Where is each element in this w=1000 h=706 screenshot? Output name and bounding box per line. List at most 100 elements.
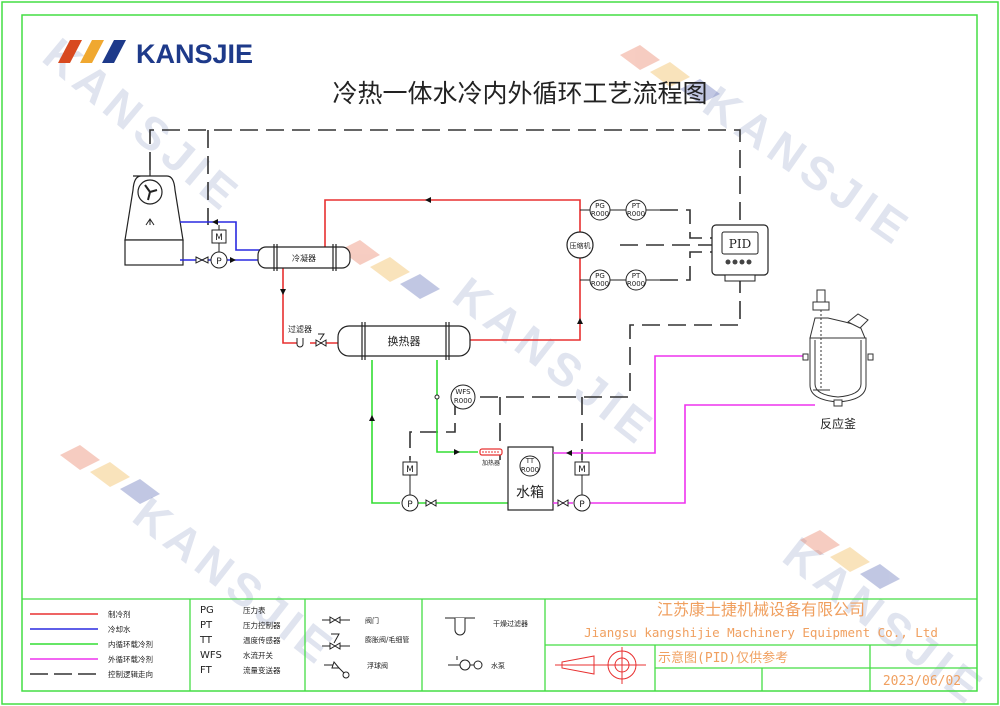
motor-label: M [406,465,414,475]
heat-exchanger-label: 换热器 [388,334,421,348]
legend-symbol-label: 膨胀阀/毛细管 [365,635,409,644]
kansjie-logo: KANSJIE [58,39,253,69]
filter-label: 过滤器 [288,324,312,334]
instrument-value: R000 [627,280,645,288]
condenser-label: 冷凝器 [292,253,316,263]
motor-label: M [215,233,223,243]
heater: 加热器 [479,448,503,467]
inner-frame [21,14,978,692]
reactor-vessel: 反应釜 [802,289,874,431]
control-lines [149,129,741,460]
legend-line-entry: 制冷剂 [30,609,131,619]
fan-icon [137,179,163,205]
pump-label: P [407,500,413,510]
instrument-value: R000 [521,466,539,474]
legend-abbreviation-label: 温度传感器 [243,635,281,645]
pump-icon [573,494,591,512]
company-name-cn: 江苏康士捷机械设备有限公司 [657,600,865,619]
logo-stripe [58,40,82,63]
disclaimer-note: 示意图(PID)仅供参考 [658,650,788,666]
pump-icon [401,494,419,512]
legend-line-label: 制冷剂 [108,609,131,619]
wfs-flow-switch: WFS R000 [450,384,476,410]
motor-icon [211,229,227,244]
logo-stripe [102,40,126,63]
legend-abbreviation-entry: PT 压力控制器 [200,620,281,631]
legend-frame [22,598,977,691]
condenser: 冷凝器 [257,244,351,271]
instrument-tag: TT [525,457,535,465]
projection-symbol-icon [555,647,646,684]
legend-line-label: 冷却水 [108,624,131,634]
legend-abbreviation-code: FT [200,665,213,676]
water-tank-label: 水箱 [516,485,544,501]
motor-icon [574,461,590,476]
legend-symbol-label: 浮球阀 [367,661,388,670]
instrument-value: R000 [591,280,609,288]
company-name-en: Jiangsu kangshijie Machinery Equipment C… [584,625,938,640]
compressor-icon [566,231,594,259]
expansion-valve-icon [315,333,327,347]
legend-symbol-label: 干燥过滤器 [493,619,528,628]
flow-arrow-icon [212,219,218,225]
instrument-tag: PT [632,202,641,210]
legend-abbreviation-label: 流量变送器 [243,665,281,675]
flow-arrow-icon [425,197,431,203]
spray-nozzle-icon [145,218,155,226]
legend-abbreviation-code: TT [199,635,213,646]
legend-symbol-label: 水泵 [491,661,505,670]
heat-exchanger: 换热器 [337,322,471,360]
compressor-label: 压缩机 [570,241,591,250]
watermark-text: KANSJIE [124,487,346,677]
pg-top-gauge: PG R000 [589,199,611,221]
logo-stripe [80,40,104,63]
watermark-stripes [60,45,900,589]
legend-abbreviation-entry: TT 温度传感器 [199,635,281,646]
pid-label: PID [729,237,751,251]
legend-line-entry: 内循环载冷剂 [30,639,153,649]
flow-arrow-icon [280,289,286,295]
legend-line-entry: 控制逻辑走向 [30,669,153,679]
legend-expansion-valve-symbol: 膨胀阀/毛细管 [322,633,409,650]
instrument-value: R000 [627,210,645,218]
pump-icon [210,251,228,269]
legend-symbols-a: 阀门 膨胀阀/毛细管 浮球阀 [322,616,409,679]
logo-text: KANSJIE [136,39,253,69]
motor-label: M [578,465,586,475]
flow-arrow-icon [454,449,460,455]
legend-abbreviation-label: 压力控制器 [243,620,281,630]
instrument-value: R000 [454,397,472,405]
flow-arrow-icon [369,415,375,421]
pt-top-gauge: PT R000 [625,199,647,221]
legend-line-entry: 冷却水 [30,624,131,634]
cooling-tower [124,170,184,266]
legend-line-label: 外循环载冷剂 [108,654,153,664]
legend-valve-symbol: 阀门 [322,616,379,625]
legend-dryer-filter-symbol: 干燥过滤器 [445,617,528,636]
legend-abbreviation-label: 压力表 [243,605,266,615]
dryer-filter-icon [296,338,304,348]
flow-arrow-icon [566,450,572,456]
reactor-label: 反应釜 [820,416,856,431]
pid-controller: PID [711,224,769,282]
legend-abbreviation-code: PT [200,620,213,631]
legend-line-label: 内循环载冷剂 [108,639,153,649]
legend-abbreviation-entry: FT 流量变送器 [200,665,281,676]
watermark-text: KANSJIE [444,267,666,457]
instrument-value: R000 [591,210,609,218]
drawing-date: 2023/06/02 [883,674,961,689]
legend-abbreviation-code: PG [200,605,214,616]
legend-line-entry: 外循环载冷剂 [30,654,153,664]
inner-loop-lines [371,360,508,504]
legend-float-valve-symbol: 浮球阀 [324,660,388,679]
pump-label: P [579,500,585,510]
gate-valve-icon [195,256,209,264]
pg-bottom-gauge: PG R000 [589,269,611,291]
pt-bottom-gauge: PT R000 [625,269,647,291]
diagram-title: 冷热一体水冷内外循环工艺流程图 [332,79,707,108]
